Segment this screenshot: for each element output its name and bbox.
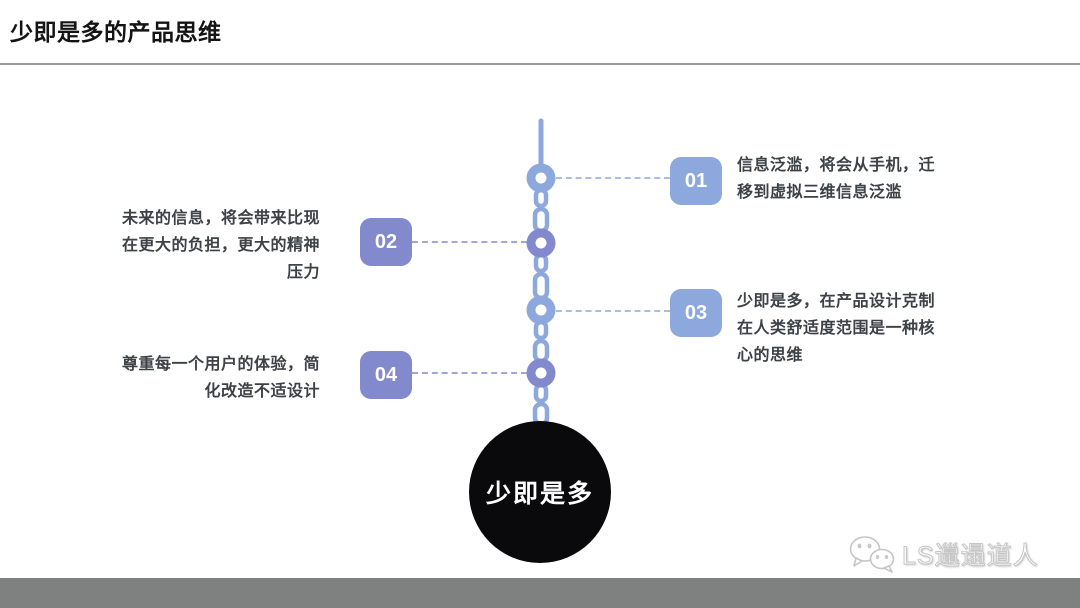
step-badge-03: 03 bbox=[670, 289, 722, 337]
chain-link bbox=[532, 271, 550, 301]
chain-node-2-hole bbox=[535, 237, 547, 249]
page-title: 少即是多的产品思维 bbox=[10, 19, 222, 45]
step-badge-02: 02 bbox=[360, 218, 412, 266]
watermark-label: LS邋遢道人 bbox=[902, 542, 1039, 571]
step-badge-01: 01 bbox=[670, 157, 722, 205]
chain-node-1-hole bbox=[535, 172, 547, 184]
chain-node-3-hole bbox=[535, 304, 547, 316]
watermark: LS邋遢道人 bbox=[848, 534, 1039, 574]
chain-graphic bbox=[526, 118, 556, 425]
step-text-02: 未来的信息，将会带来比现 在更大的负担，更大的精神 压力 bbox=[121, 210, 320, 281]
chain-node-4-hole bbox=[535, 367, 547, 379]
center-circle: 少即是多 bbox=[469, 421, 611, 563]
center-circle-label: 少即是多 bbox=[485, 480, 594, 508]
chain-link bbox=[532, 338, 550, 364]
wechat-icon bbox=[849, 536, 895, 573]
bottom-bar bbox=[0, 578, 1080, 608]
step-text-01: 信息泛滥，将会从手机，迁 移到虚拟三维信息泛滥 bbox=[737, 157, 936, 201]
connector-line-03 bbox=[556, 310, 670, 312]
title-divider bbox=[0, 63, 1080, 65]
step-text-03: 少即是多，在产品设计克制 在人类舒适度范围是一种核 心的思维 bbox=[737, 293, 936, 364]
step-text-04: 尊重每一个用户的体验，简 化改造不适设计 bbox=[121, 356, 320, 400]
connector-line-04 bbox=[412, 372, 527, 374]
connector-line-02 bbox=[412, 241, 527, 243]
connector-line-01 bbox=[556, 177, 670, 179]
chain-link bbox=[532, 206, 550, 234]
step-badge-04: 04 bbox=[360, 351, 412, 399]
